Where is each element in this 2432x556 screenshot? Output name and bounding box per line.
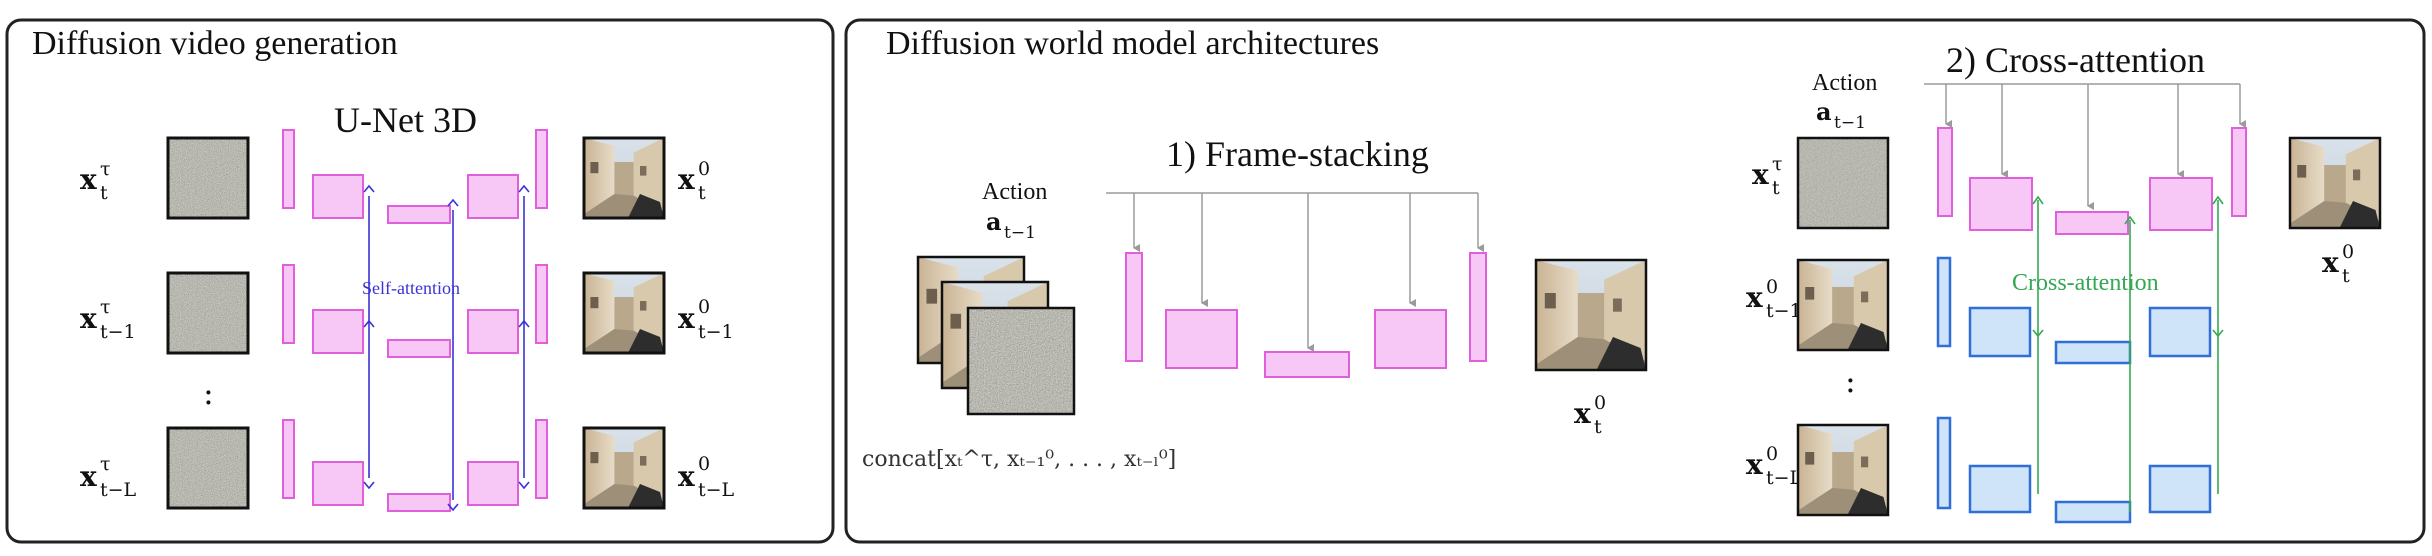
left-output-label-1: x 0 t−1 xyxy=(678,296,734,343)
fs-action-sub: t−1 xyxy=(1004,223,1036,243)
left-output-frame-1 xyxy=(582,271,666,355)
ca-blue-encoder-2 xyxy=(1936,416,2212,524)
ca-input-label-0: x τ t xyxy=(1752,153,1783,199)
ca-action-arrows xyxy=(1924,83,2246,210)
self-attention-label: Self-attention xyxy=(362,278,460,298)
ca-action-label: Action xyxy=(1812,70,1877,96)
left-input-symbol-2: x xyxy=(80,460,97,493)
left-output-sub-1: t−1 xyxy=(698,321,734,343)
ca-output-label: x 0 t xyxy=(2322,241,2354,287)
unet-label: U-Net 3D xyxy=(334,100,477,140)
ca-ellipsis: : xyxy=(1845,362,1856,400)
left-panel: Diffusion video generation U-Net 3D x τ … xyxy=(5,18,835,544)
ca-input-sup-1: 0 xyxy=(1766,276,1778,298)
self-attention-links xyxy=(363,184,530,512)
ca-input-frame-1 xyxy=(1796,258,1890,352)
ca-input-sub-1: t−1 xyxy=(1766,300,1802,322)
ca-output-sup: 0 xyxy=(2342,241,2354,263)
ca-input-sub-0: t xyxy=(1772,177,1780,199)
left-input-label-2: x τ t−L xyxy=(80,453,137,501)
right-panel-title: Diffusion world model architectures xyxy=(886,25,1379,62)
ca-input-sup-0: τ xyxy=(1772,153,1783,175)
left-output-label-0: x 0 t xyxy=(678,158,710,204)
ca-input-label-1: x 0 t−1 xyxy=(1746,276,1802,322)
cross-attention-label: Cross-attention xyxy=(2012,270,2159,296)
left-input-symbol-0: x xyxy=(80,163,97,196)
cross-attention-links xyxy=(2032,195,2224,512)
ca-output-frame xyxy=(2288,136,2382,230)
left-output-frame-0 xyxy=(582,136,666,220)
left-output-symbol-0: x xyxy=(678,163,695,196)
ca-input-symbol-2: x xyxy=(1746,448,1763,481)
left-input-sub-0: t xyxy=(100,182,108,204)
left-noisy-frame-2 xyxy=(166,426,250,510)
frame-stacking-section: 1) Frame-stacking Action a t−1 xyxy=(862,134,1648,472)
left-ellipsis: : xyxy=(203,374,214,412)
fs-output-sub: t xyxy=(1594,416,1602,438)
left-input-symbol-1: x xyxy=(80,302,97,335)
fs-output-symbol: x xyxy=(1574,397,1591,430)
ca-action-sub: t−1 xyxy=(1834,113,1866,133)
ca-input-label-2: x 0 t−L xyxy=(1746,443,1803,489)
left-noisy-frame-0 xyxy=(166,136,250,220)
fs-output-label: x 0 t xyxy=(1574,392,1606,438)
ca-input-symbol-0: x xyxy=(1752,158,1769,191)
left-input-sup-2: τ xyxy=(100,453,111,475)
left-panel-title: Diffusion video generation xyxy=(32,25,398,62)
ca-blue-encoder-1 xyxy=(1936,256,2212,365)
left-output-symbol-1: x xyxy=(678,302,695,335)
left-unet-row-2 xyxy=(282,419,548,512)
fs-action-arrows xyxy=(1106,192,1484,352)
ca-input-sub-2: t−L xyxy=(1766,467,1803,489)
left-input-sub-1: t−1 xyxy=(100,321,136,343)
left-input-sup-1: τ xyxy=(100,296,111,318)
ca-input-symbol-1: x xyxy=(1746,281,1763,314)
ca-output-symbol: x xyxy=(2322,246,2339,279)
left-input-label-0: x τ t xyxy=(80,158,111,204)
fs-unet-blocks xyxy=(1125,252,1487,378)
left-input-label-1: x τ t−1 xyxy=(80,296,136,343)
left-noisy-frame-1 xyxy=(166,271,250,355)
left-input-sub-2: t−L xyxy=(100,479,137,501)
left-output-symbol-2: x xyxy=(678,460,695,493)
fs-stacked-frames xyxy=(916,255,1076,416)
cross-attention-title: 2) Cross-attention xyxy=(1946,40,2205,80)
left-output-sup-1: 0 xyxy=(698,296,710,318)
ca-input-sup-2: 0 xyxy=(1766,443,1778,465)
fs-output-sup: 0 xyxy=(1594,392,1606,414)
fs-action-symbol: a xyxy=(986,207,1002,236)
ca-pink-unet xyxy=(1937,127,2247,235)
frame-stacking-title: 1) Frame-stacking xyxy=(1166,134,1429,174)
fs-concat-label: concat[xₜ^τ, xₜ₋₁⁰, . . . , xₜ₋ₗ⁰] xyxy=(862,447,1176,472)
ca-action-symbol: a xyxy=(1816,97,1832,126)
left-input-sup-0: τ xyxy=(100,158,111,180)
left-output-sub-2: t−L xyxy=(698,479,735,501)
left-output-sup-2: 0 xyxy=(698,453,710,475)
fs-action-label: Action xyxy=(982,179,1047,205)
cross-attention-section: 2) Cross-attention Action a t−1 x τ t x … xyxy=(1746,40,2382,524)
left-output-sup-0: 0 xyxy=(698,158,710,180)
fs-output-frame xyxy=(1534,258,1648,372)
ca-input-frame-2 xyxy=(1796,423,1890,517)
ca-input-frame-0 xyxy=(1796,136,1890,230)
left-unet-row-1 xyxy=(282,264,548,358)
left-unet-row-0 xyxy=(282,129,548,224)
left-panel-border xyxy=(5,18,835,544)
left-output-label-2: x 0 t−L xyxy=(678,453,735,501)
right-panel: Diffusion world model architectures 1) F… xyxy=(844,18,2426,544)
left-output-frame-2 xyxy=(582,426,666,510)
left-output-sub-0: t xyxy=(698,182,706,204)
right-panel-border xyxy=(844,18,2426,544)
ca-output-sub: t xyxy=(2342,265,2350,287)
